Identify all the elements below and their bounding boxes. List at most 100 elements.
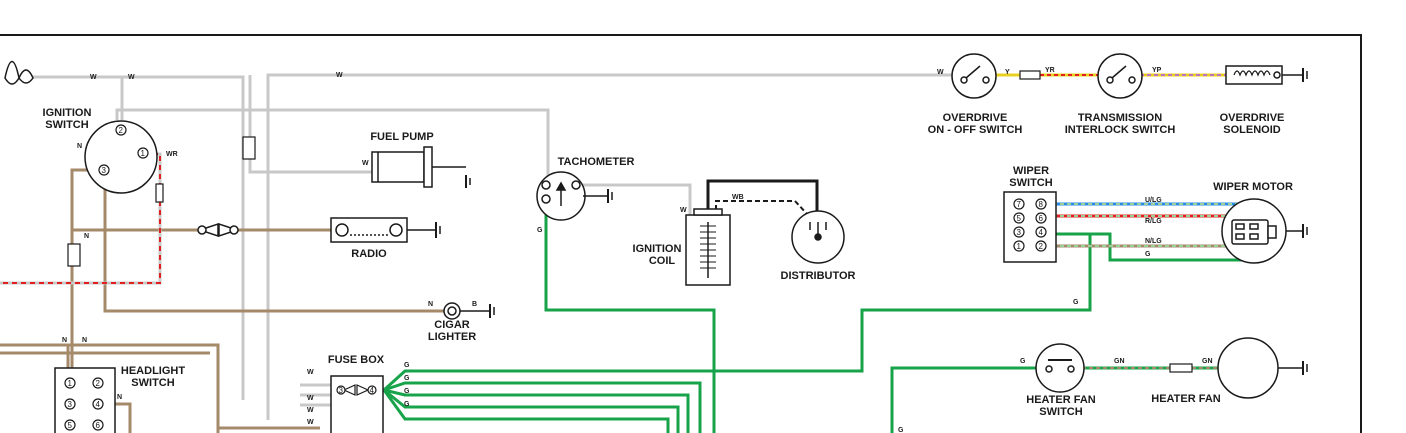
heater-fan-switch-label-2: SWITCH [1039,406,1082,418]
headlight-switch[interactable]: 1 2 3 4 5 6 [54,367,116,433]
bullet-connector [197,222,240,238]
overdrive-switch-label-2: ON - OFF SWITCH [928,124,1023,136]
wire-code-b: B [472,301,477,308]
ignition-pin-3: 3 [102,166,107,175]
fuse-box[interactable]: 3 4 [330,375,384,433]
headlight-switch-label-2: SWITCH [131,377,174,389]
wiper-motor[interactable] [1221,198,1308,264]
ignition-switch-label: IGNITION [43,107,92,119]
ignition-switch-label-2: SWITCH [45,119,88,131]
wire-code-gn-2: GN [1202,358,1213,365]
overdrive-switch-label: OVERDRIVE [943,112,1008,124]
wire-code-n-2: N [84,233,89,240]
inline-fuse-n [67,243,81,267]
distributor-label: DISTRIBUTOR [781,270,856,282]
ignition-pin-1: 1 [141,149,146,158]
transmission-interlock-label: TRANSMISSION [1078,112,1162,124]
ignition-coil-label: IGNITION [633,243,682,255]
head-pin-5: 5 [68,421,73,430]
wire-code-yp: YP [1152,67,1162,74]
overdrive-solenoid-label-2: SOLENOID [1223,124,1281,136]
wire-code-gn-1: GN [1114,358,1125,365]
wire-code-w-fuel: W [362,160,369,167]
wire-code-wr: WR [166,151,178,158]
wiper-switch-label: WIPER [1013,165,1049,177]
wire-code-n-5: N [117,394,122,401]
transmission-interlock-switch[interactable] [1097,53,1143,99]
wire-code-wb: WB [732,194,744,201]
inline-resistor-yr [1019,70,1041,80]
wire-code-g-fuse-3: G [404,388,410,395]
wire-code-w-od: W [937,69,944,76]
wire-code-w-fuse-2: W [307,395,314,402]
wire-code-n-6: N [428,301,433,308]
distributor[interactable] [791,210,845,264]
cigar-lighter-label: CIGAR [434,319,470,331]
wiper-switch[interactable]: 7 8 5 6 3 4 1 2 [1003,191,1057,263]
wire-code-rlg: R/LG [1145,218,1162,225]
tachometer-label: TACHOMETER [558,156,635,168]
white-black-wire [715,200,809,216]
heater-fan[interactable] [1217,337,1308,399]
heater-fan-switch[interactable] [1035,343,1085,393]
wire-code-w-fuse-3: W [307,407,314,414]
inline-fuse-w [242,136,256,160]
heater-fan-switch-label: HEATER FAN [1026,394,1096,406]
lamp-symbol [4,60,34,85]
wire-code-labels: W W W WR N N N N N N B W W W W W G G G G… [62,67,1213,433]
headlight-switch-label: HEADLIGHT [121,365,185,377]
red-lg-wire [1046,214,1234,228]
wire-code-g-fuse-1: G [404,362,410,369]
overdrive-solenoid-label: OVERDRIVE [1220,112,1285,124]
brown-wires [0,168,445,433]
green-wires [382,208,1244,433]
wiper-pin-6: 6 [1039,214,1044,223]
wire-code-n-4: N [82,337,87,344]
ignition-pin-2: 2 [119,126,124,135]
wiper-pin-8: 8 [1039,200,1044,209]
wiper-pin-1: 1 [1017,242,1022,251]
fuel-pump-label: FUEL PUMP [370,131,433,143]
wire-code-w-3: W [336,72,343,79]
wiper-motor-label: WIPER MOTOR [1213,181,1293,193]
wire-code-n-1: N [77,143,82,150]
radio[interactable] [330,217,441,243]
wire-code-g-fuse-4: G [404,401,410,408]
wire-code-n-3: N [62,337,67,344]
red-lg-tracer [1046,215,1233,228]
wiper-pin-5: 5 [1017,214,1022,223]
wire-code-g-tach: G [537,227,543,234]
overdrive-solenoid[interactable] [1225,65,1308,85]
inline-fuse-wr [155,183,164,203]
wire-code-w-coil: W [680,207,687,214]
black-ht-lead [706,179,819,215]
cigar-lighter[interactable] [443,302,495,320]
wire-code-w-1: W [90,74,97,81]
wire-code-y: Y [1005,69,1010,76]
fuel-pump[interactable] [371,146,471,188]
wire-code-g-wiper: G [1145,251,1151,258]
head-pin-2: 2 [96,379,101,388]
fuse-box-label: FUSE BOX [328,354,385,366]
wire-code-w-2: W [128,74,135,81]
wiper-pin-4: 4 [1039,228,1044,237]
inline-fuse-gn [1169,363,1193,373]
wiper-switch-label-2: SWITCH [1009,177,1052,189]
overdrive-switch[interactable] [951,53,997,99]
wiper-pin-3: 3 [1017,228,1022,237]
wire-code-ulg: U/LG [1145,197,1162,204]
wire-code-w-fuse-4: W [307,419,314,426]
wire-code-nlg: N/LG [1145,238,1162,245]
tachometer[interactable] [536,171,613,221]
ignition-coil[interactable] [685,208,731,286]
wire-code-g-fuse-2: G [404,375,410,382]
fuse-pin-4: 4 [370,386,375,395]
transmission-interlock-label-2: INTERLOCK SWITCH [1065,124,1176,136]
wire-code-g-right: G [1073,299,1079,306]
radio-label: RADIO [351,248,387,260]
wire-code-g-bottom: G [898,427,904,433]
wire-code-g-heater: G [1020,358,1026,365]
ignition-switch[interactable]: 2 1 3 [84,120,158,194]
heater-fan-label: HEATER FAN [1151,393,1221,405]
